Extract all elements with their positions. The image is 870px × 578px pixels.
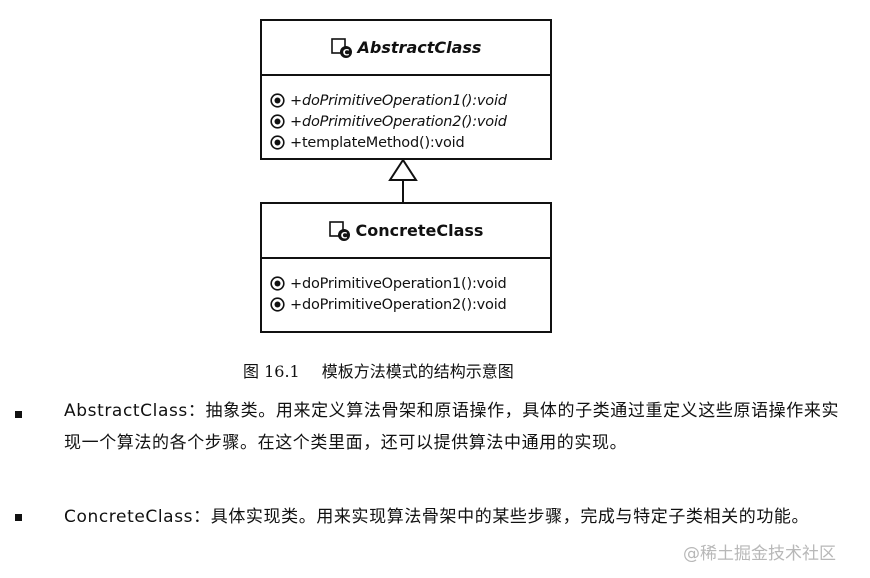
- operation-label: +doPrimitiveOperation1():void: [290, 92, 507, 109]
- bullet-text: ConcreteClass：具体实现类。用来实现算法骨架中的某些步骤，完成与特定…: [64, 507, 810, 527]
- class-icon: C: [330, 37, 352, 58]
- operation-icon: [270, 93, 285, 108]
- operation-label: +doPrimitiveOperation2():void: [290, 296, 507, 313]
- operations-list: +doPrimitiveOperation1():void +doPrimiti…: [262, 76, 550, 153]
- operation-item: +doPrimitiveOperation1():void: [270, 90, 550, 111]
- bullet-marker: [15, 411, 22, 418]
- class-header: C ConcreteClass: [262, 204, 550, 259]
- class-icon: C: [328, 220, 350, 241]
- operation-icon: [270, 276, 285, 291]
- inheritance-arrow: [388, 158, 418, 203]
- figure-number: 图 16.1: [243, 362, 300, 381]
- figure-caption: 图 16.1 模板方法模式的结构示意图: [243, 358, 514, 382]
- operation-label: +doPrimitiveOperation2():void: [290, 113, 507, 130]
- class-name: ConcreteClass: [355, 221, 484, 240]
- svg-text:C: C: [340, 231, 347, 241]
- operation-item: +doPrimitiveOperation1():void: [270, 273, 550, 294]
- class-name: AbstractClass: [357, 38, 482, 57]
- operation-label: +templateMethod():void: [290, 134, 465, 151]
- bullet-marker: [15, 514, 22, 521]
- abstract-class-box: C AbstractClass +doPrimitiveOperation1()…: [260, 19, 552, 160]
- svg-text:C: C: [342, 48, 349, 58]
- operation-icon: [270, 297, 285, 312]
- operation-label: +doPrimitiveOperation1():void: [290, 275, 507, 292]
- watermark: @稀土掘金技术社区: [683, 544, 836, 564]
- figure-title: 模板方法模式的结构示意图: [321, 362, 514, 381]
- operation-icon: [270, 135, 285, 150]
- operation-icon: [270, 114, 285, 129]
- operation-item: +doPrimitiveOperation2():void: [270, 294, 550, 315]
- operation-item: +doPrimitiveOperation2():void: [270, 111, 550, 132]
- operations-list: +doPrimitiveOperation1():void +doPrimiti…: [262, 259, 550, 315]
- operation-item: +templateMethod():void: [270, 132, 550, 153]
- bullet-text: AbstractClass：抽象类。用来定义算法骨架和原语操作，具体的子类通过重…: [64, 401, 840, 453]
- concrete-class-box: C ConcreteClass +doPrimitiveOperation1()…: [260, 202, 552, 333]
- class-header: C AbstractClass: [262, 21, 550, 76]
